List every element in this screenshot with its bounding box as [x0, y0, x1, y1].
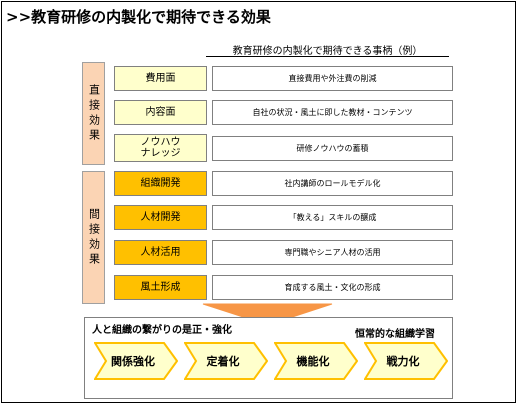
direct-effects-label: 直接効果 [87, 83, 101, 144]
chevron-arrow-icon [274, 342, 358, 380]
step-label: 戦力化 [386, 355, 420, 368]
chevron-arrow-icon [184, 342, 268, 380]
direct-effects-group: 直接効果 [82, 62, 105, 165]
category-talent-development: 人材開発 [114, 205, 207, 230]
bottom-heading: 人と組織の繋がりの是正・強化 [92, 325, 232, 336]
category-knowhow-line1: ノウハウ [140, 137, 181, 148]
category-knowhow: ノウハウ ナレッジ [114, 134, 207, 162]
example-org-development: 社内講師のロールモデル化 [212, 171, 453, 196]
step-chevron: 機能化 [274, 342, 358, 380]
page-title: >>教育研修の内製化で期待できる効果 [6, 8, 271, 26]
step-label: 関係強化 [111, 355, 155, 368]
column-header: 教育研修の内製化で期待できる事柄（例） [232, 46, 423, 57]
step-chevron: 関係強化 [94, 342, 178, 380]
category-cost: 費用面 [114, 66, 207, 91]
step-label: 機能化 [296, 355, 330, 368]
category-talent-utilization: 人材活用 [114, 240, 207, 265]
category-content: 内容面 [114, 100, 207, 125]
category-org-development: 組織開発 [114, 171, 207, 196]
step-label: 定着化 [206, 355, 240, 368]
example-knowhow: 研修ノウハウの蓄積 [212, 136, 453, 161]
category-knowhow-line2: ナレッジ [140, 148, 181, 159]
chevron-arrow-icon [94, 342, 178, 380]
chevron-arrow-icon [364, 342, 448, 380]
example-content: 自社の状況・風土に即した教材・コンテンツ [212, 100, 453, 125]
step-chevron: 戦力化 [364, 342, 448, 380]
step-chevron: 定着化 [184, 342, 268, 380]
category-culture-formation: 風土形成 [114, 275, 207, 300]
example-cost: 直接費用や外注費の削減 [212, 66, 453, 91]
example-talent-development: 「教える」スキルの醸成 [212, 205, 453, 230]
indirect-effects-label: 間接効果 [87, 207, 101, 268]
example-culture-formation: 育成する風土・文化の形成 [212, 275, 453, 300]
example-talent-utilization: 専門職やシニア人材の活用 [212, 240, 453, 265]
column-header-underline [206, 56, 449, 57]
bottom-subheading: 恒常的な組織学習 [355, 329, 435, 340]
indirect-effects-group: 間接効果 [82, 171, 105, 304]
